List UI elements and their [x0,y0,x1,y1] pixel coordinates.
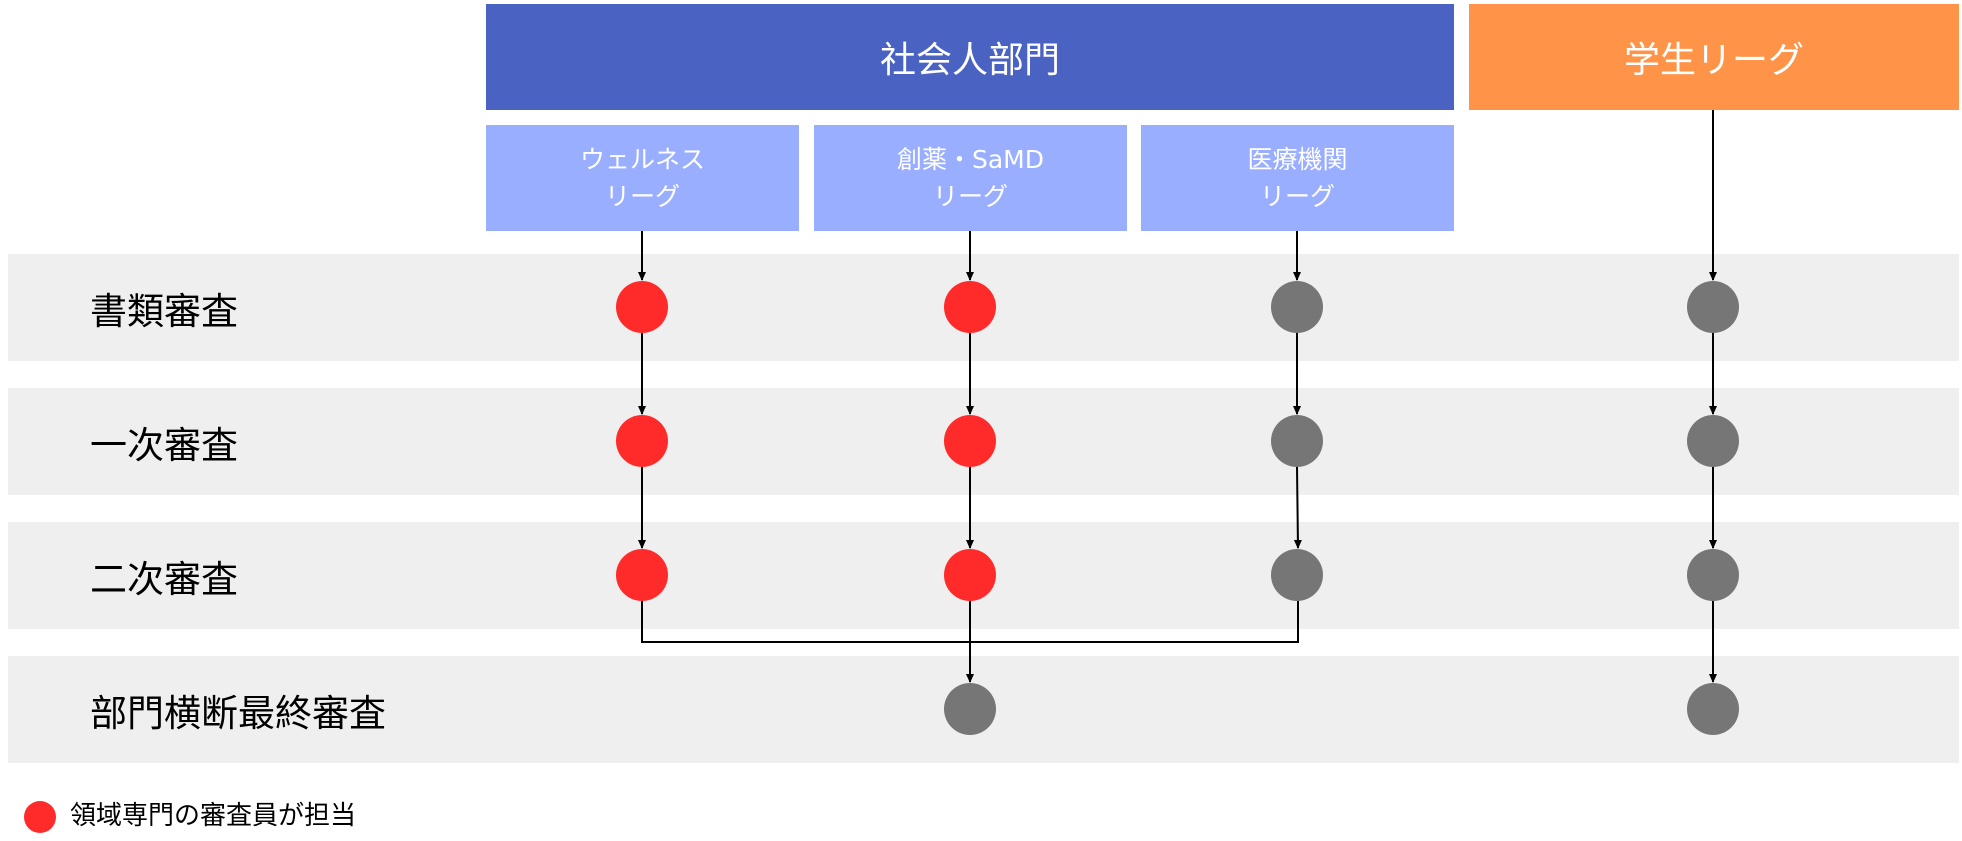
node-wellness-second [616,549,668,601]
stage-label-first: 一次審査 [90,423,238,467]
node-student-document [1687,281,1739,333]
node-medical-first [1271,415,1323,467]
league-medical-line1: 医療機関 [1247,145,1348,174]
node-wellness-first [616,415,668,467]
node-student-first [1687,415,1739,467]
node-drug-samd-first [944,415,996,467]
stage-label-document: 書類審査 [90,289,238,333]
legend-specialist-dot [24,801,56,833]
node-drug-samd-document [944,281,996,333]
node-drug-samd-second [944,549,996,601]
stage-label-second: 二次審査 [90,557,238,601]
league-drug-samd-line2: リーグ [932,182,1008,211]
node-medical-second [1271,549,1323,601]
node-student-second [1687,549,1739,601]
league-medical: 医療機関 リーグ [1141,125,1454,231]
league-drug-samd: 創薬・SaMD リーグ [814,125,1127,231]
stage-label-final: 部門横断最終審査 [90,691,386,735]
league-drug-samd-line1: 創薬・SaMD [896,145,1044,174]
arrow-medical-to-second [1293,466,1302,549]
dept-header-student: 学生リーグ [1469,4,1959,110]
merge-connector [641,601,1299,643]
league-wellness-line1: ウェルネス [579,145,705,174]
dept-header-society: 社会人部門 [486,4,1454,110]
league-wellness-line2: リーグ [604,182,680,211]
league-wellness: ウェルネス リーグ [486,125,799,231]
node-medical-document [1271,281,1323,333]
node-wellness-document [616,281,668,333]
node-student-final [1687,683,1739,735]
node-drug-samd-final [944,683,996,735]
league-medical-line2: リーグ [1259,182,1335,211]
legend-specialist-label: 領域専門の審査員が担当 [70,801,357,831]
node-layer [616,281,1739,735]
